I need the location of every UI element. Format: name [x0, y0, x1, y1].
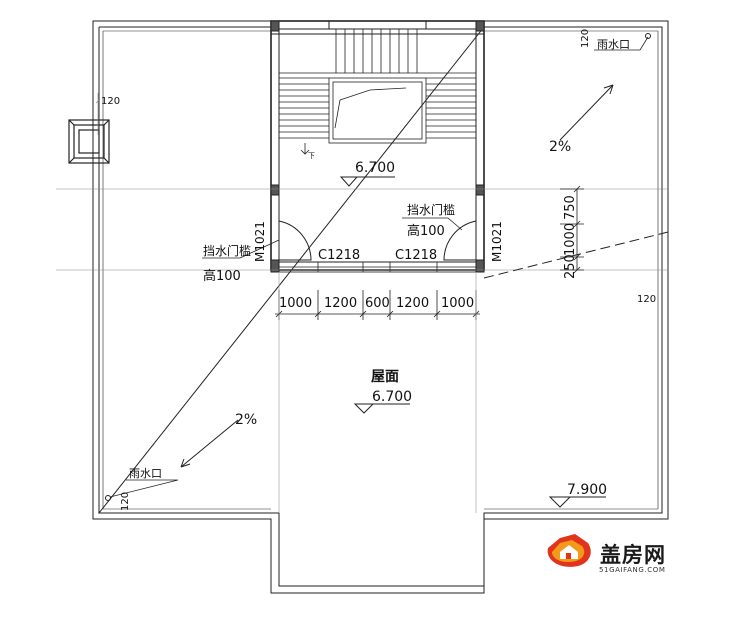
- door-right: [443, 220, 477, 261]
- drain-label-ne: 雨水口: [597, 38, 630, 51]
- door-label-right: M1021: [490, 221, 504, 262]
- logo-url: 51GAIFANG.COM: [599, 566, 666, 574]
- ridge-dash: [483, 231, 669, 279]
- front-wall-windows: [278, 261, 477, 273]
- elevation-roof: 6.700: [372, 389, 412, 405]
- elevation-parapet: 7.900: [567, 482, 607, 498]
- dim-right-1: 750: [563, 195, 578, 220]
- dim-right-2: 1000: [563, 223, 578, 256]
- dim-chimney: 120: [101, 96, 120, 107]
- door-left: [278, 220, 312, 261]
- roof-name: 屋面: [371, 369, 399, 385]
- sill-label-left-2: 高100: [203, 268, 241, 284]
- dim-ne: 120: [580, 29, 591, 48]
- dim-bottom-1: 1000: [279, 296, 312, 311]
- elev-marker-parapet: [548, 496, 606, 508]
- window-label-right: C1218: [395, 248, 437, 263]
- elev-marker-stair: [339, 176, 395, 187]
- slope-arrow-ne: [559, 84, 614, 141]
- slope-label-sw: 2%: [235, 412, 257, 428]
- logo-name: 盖房网: [600, 543, 666, 567]
- logo-house-icon: [547, 534, 591, 567]
- sill-label-right-2: 高100: [407, 223, 445, 239]
- elev-marker-roof: [353, 403, 410, 414]
- chimney-block: [68, 119, 110, 164]
- dim-bottom-2: 1200: [324, 296, 357, 311]
- elevation-stair: 6.700: [355, 160, 395, 176]
- slope-arrow-sw: [180, 419, 239, 468]
- window-label-left: C1218: [318, 248, 360, 263]
- stair-flights: [279, 29, 476, 155]
- sill-label-right-1: 挡水门槛: [407, 202, 455, 217]
- stair-core: [270, 20, 485, 271]
- dim-right-3: 250: [563, 254, 578, 279]
- door-label-left: M1021: [253, 221, 267, 262]
- dim-bottom-3: 600: [365, 296, 390, 311]
- dim-bottom-4: 1200: [396, 296, 429, 311]
- dim-sw: 120: [120, 492, 131, 511]
- drain-label-sw: 雨水口: [129, 467, 162, 480]
- sill-label-left-1: 挡水门槛: [203, 243, 251, 258]
- stair-down-label: 下: [308, 152, 315, 160]
- slope-label-ne: 2%: [549, 139, 571, 155]
- dim-bottom-5: 1000: [441, 296, 474, 311]
- dim-east: 120: [637, 294, 656, 305]
